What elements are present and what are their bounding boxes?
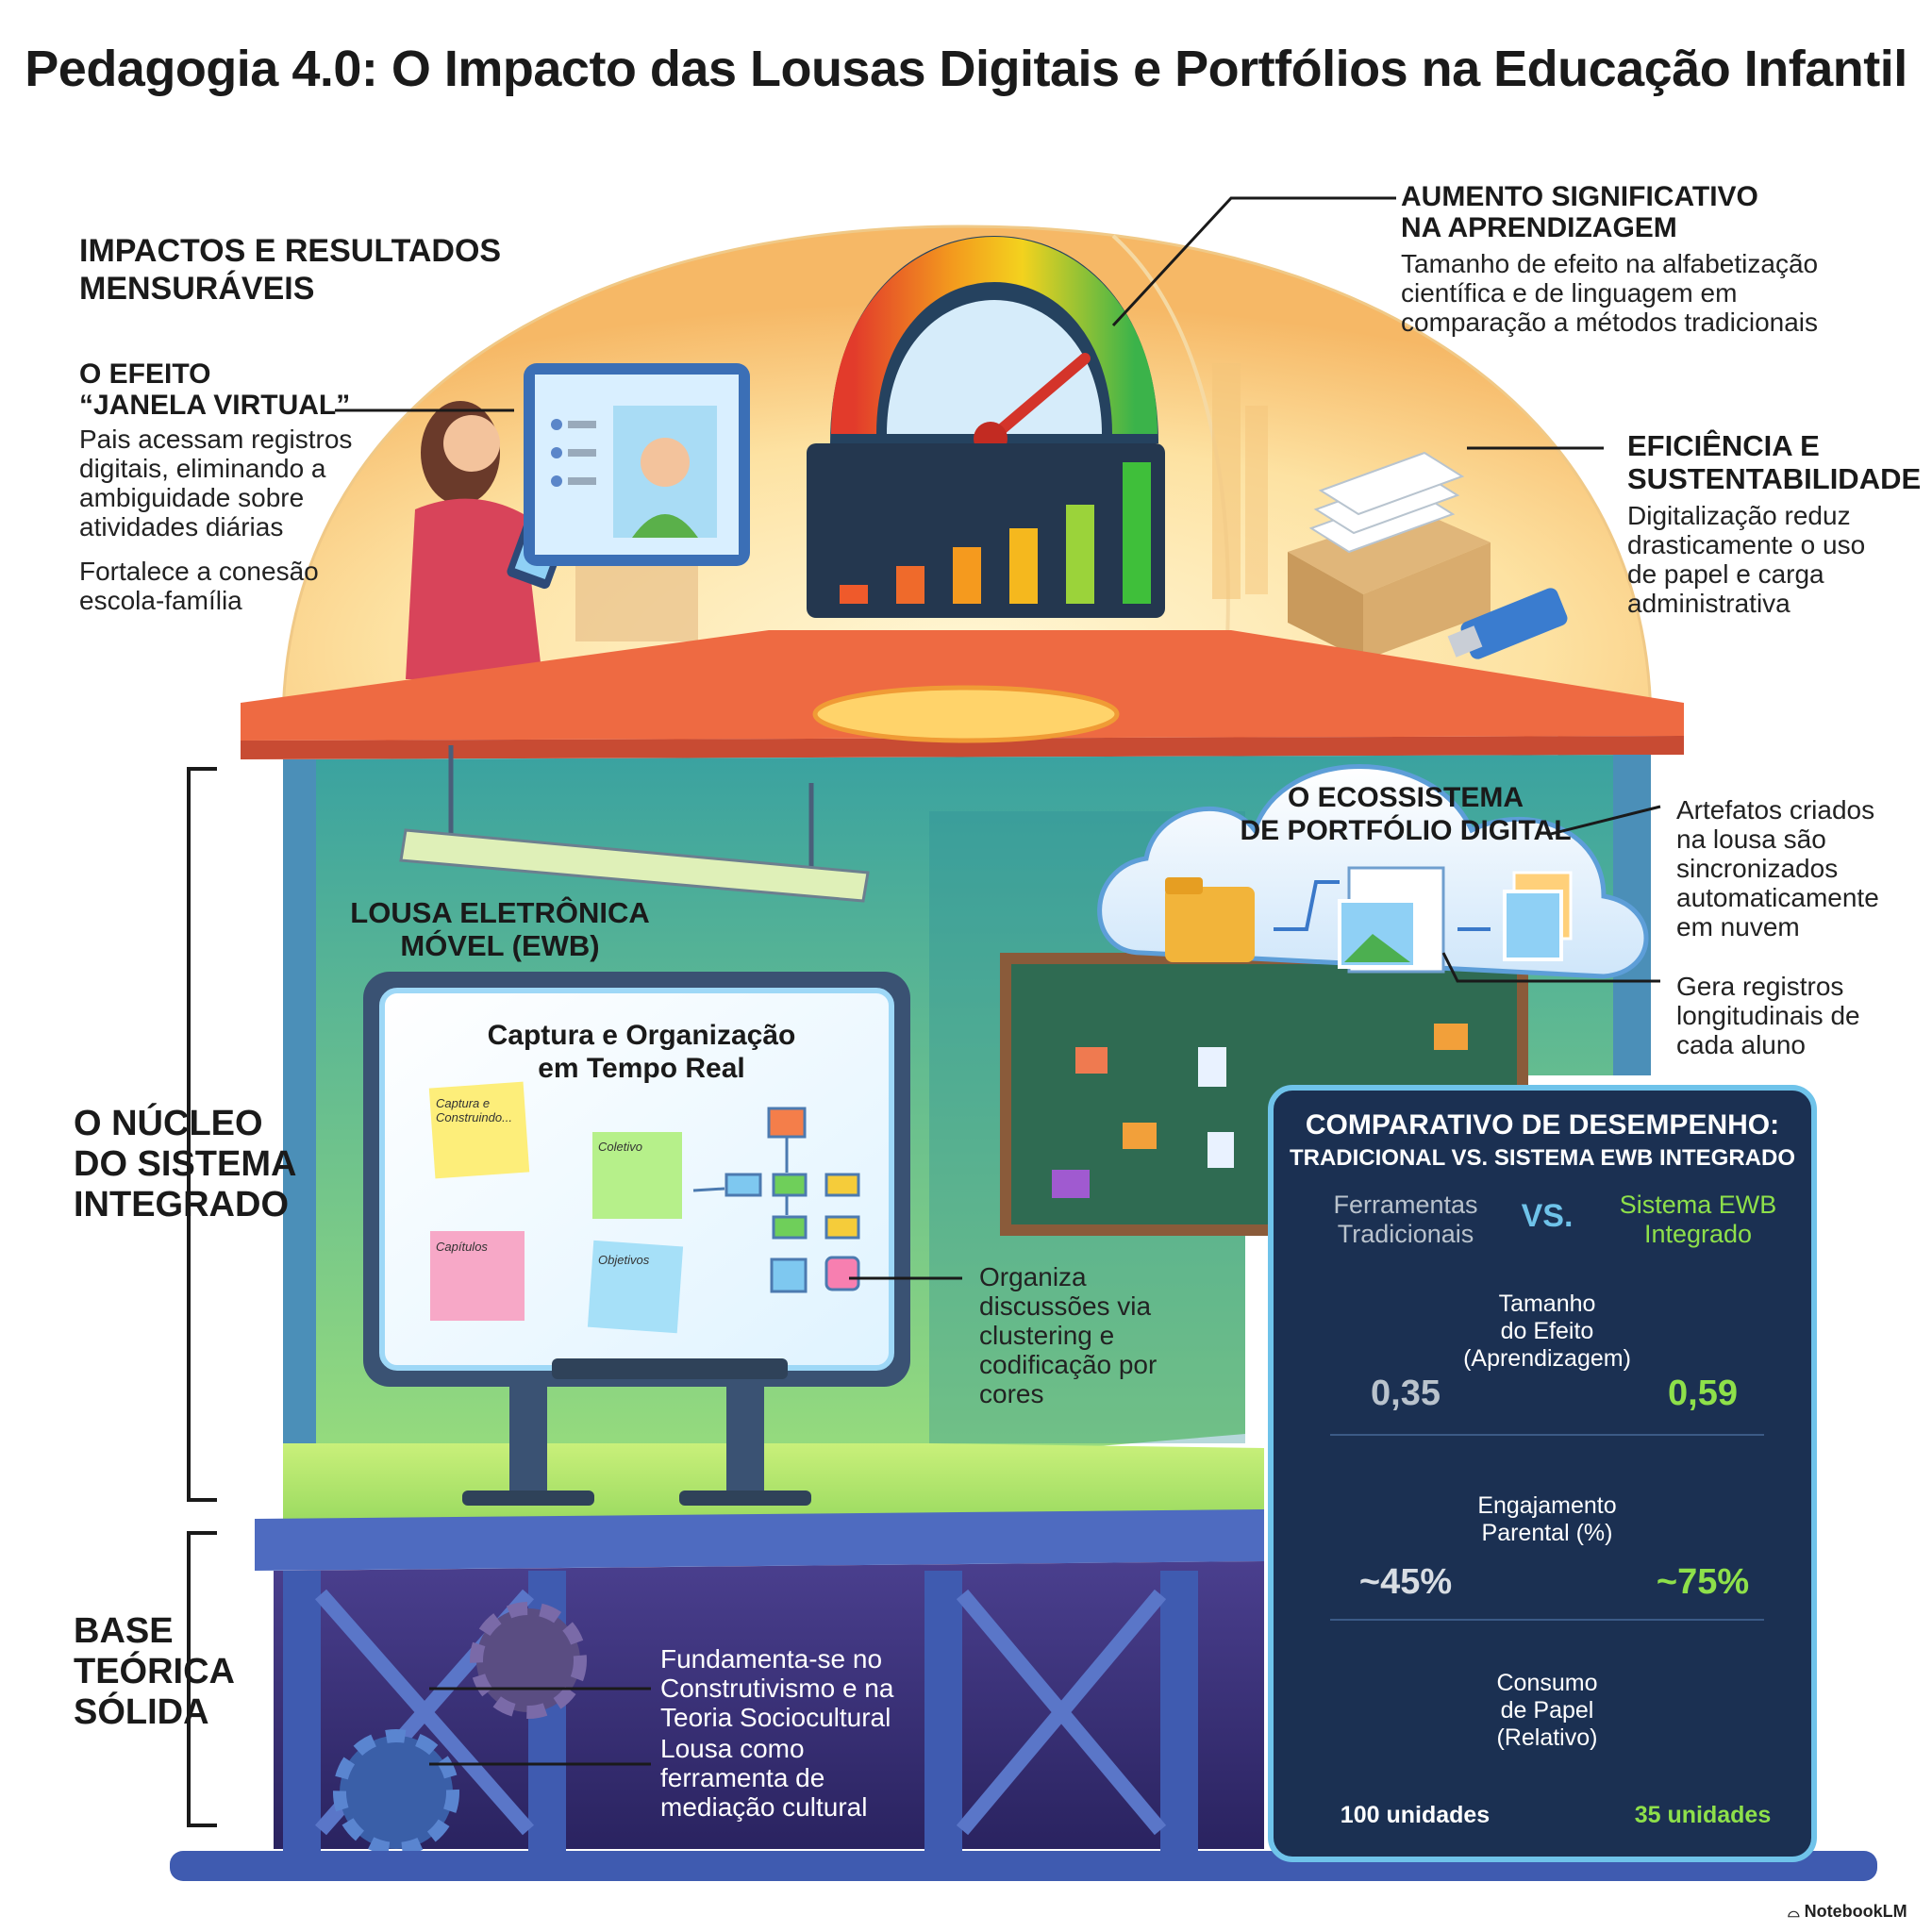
notebooklm-icon: ⌓ xyxy=(1788,1905,1800,1921)
base-heading: BASE TEÓRICA SÓLIDA xyxy=(74,1611,262,1733)
ewb-flowchart xyxy=(692,1107,860,1293)
ewb-header: Sistema EWB Integrado xyxy=(1604,1191,1792,1249)
metric-paper: Consumo de Papel (Relativo) xyxy=(1462,1670,1632,1752)
roof xyxy=(241,630,1684,741)
ewb-sticky-notes xyxy=(428,1081,684,1334)
portfolio-records-text: Gera registros longitudinais de cada alu… xyxy=(1676,972,1860,1059)
efficiency-callout: EFICIÊNCIA E SUSTENTABILIDADE Digitaliza… xyxy=(1627,429,1922,618)
metric-engagement-1: Engajamento xyxy=(1477,1492,1617,1519)
screen-title: Captura e Organização em Tempo Real xyxy=(443,1019,840,1085)
screen-title-2: em Tempo Real xyxy=(538,1053,745,1084)
core-heading-2: DO SISTEMA xyxy=(74,1144,297,1184)
virtual-window-text-2: Fortalece a conesão escola-família xyxy=(79,557,319,615)
metric-effect-size-1: Tamanho xyxy=(1498,1291,1596,1317)
ewb-label-1: LOUSA ELETRÔNICA xyxy=(350,896,650,929)
base-text-2: Lousa como ferramenta de mediação cultur… xyxy=(660,1734,868,1822)
traditional-paper: 100 unidades xyxy=(1340,1802,1491,1828)
traditional-effect-size: 0,35 xyxy=(1371,1374,1441,1413)
sticky-note-1: Captura e Construindo... xyxy=(436,1096,512,1124)
impacts-heading: IMPACTOS E RESULTADOS MENSURÁVEIS xyxy=(79,233,502,307)
callout-lines xyxy=(335,196,1661,1766)
sticky-note-3: Capítulos xyxy=(436,1240,488,1254)
sticky-note-4: Objetivos xyxy=(598,1253,650,1267)
learning-heading-2: NA APRENDIZAGEM xyxy=(1401,212,1677,243)
learning-heading-1: AUMENTO SIGNIFICATIVO xyxy=(1401,181,1758,212)
metric-engagement: Engajamento Parental (%) xyxy=(1462,1492,1632,1547)
virtual-window-heading-2: “JANELA VIRTUAL” xyxy=(79,390,351,421)
core-heading-1: O NÚCLEO xyxy=(74,1104,263,1143)
sticky-note-2: Coletivo xyxy=(598,1140,642,1154)
base-heading-2: TEÓRICA xyxy=(74,1652,235,1691)
efficiency-heading-1: EFICIÊNCIA E xyxy=(1627,429,1820,462)
metric-effect-size-2: do Efeito xyxy=(1500,1318,1594,1344)
learning-callout: AUMENTO SIGNIFICATIVO NA APRENDIZAGEM Ta… xyxy=(1401,181,1891,337)
virtual-window-text: Pais acessam registros digitais, elimina… xyxy=(79,425,353,541)
efficiency-text: Digitalização reduz drasticamente o uso … xyxy=(1627,501,1866,618)
brand-text: NotebookLM xyxy=(1804,1902,1907,1921)
screen-title-1: Captura e Organização xyxy=(487,1020,796,1051)
brand-label: ⌓ NotebookLM xyxy=(1788,1902,1907,1922)
ewb-effect-size: 0,59 xyxy=(1668,1374,1738,1413)
ewb-engagement: ~75% xyxy=(1656,1562,1750,1602)
portfolio-heading-1: O ECOSSISTEMA xyxy=(1287,782,1524,813)
base-heading-1: BASE xyxy=(74,1611,174,1651)
ewb-header-2: Integrado xyxy=(1643,1220,1753,1248)
page-title: Pedagogia 4.0: O Impacto das Lousas Digi… xyxy=(25,41,1907,97)
metric-effect-size-3: (Aprendizagem) xyxy=(1463,1345,1631,1372)
portfolio-heading: O ECOSSISTEMA DE PORTFÓLIO DIGITAL xyxy=(1226,781,1585,847)
metric-paper-3: (Relativo) xyxy=(1496,1724,1598,1751)
metric-effect-size: Tamanho do Efeito (Aprendizagem) xyxy=(1462,1291,1632,1373)
virtual-window-callout: O EFEITO “JANELA VIRTUAL” Pais acessam r… xyxy=(79,358,362,615)
core-heading: O NÚCLEO DO SISTEMA INTEGRADO xyxy=(74,1104,309,1225)
growth-bars xyxy=(840,462,1151,604)
ewb-paper: 35 unidades xyxy=(1634,1802,1772,1828)
row-divider-1 xyxy=(1330,1434,1764,1436)
virtual-window-heading-1: O EFEITO xyxy=(79,358,211,390)
organize-text: Organiza discussões via clustering e cod… xyxy=(979,1262,1158,1408)
portfolio-cloud xyxy=(1097,764,1649,979)
learning-text: Tamanho de efeito na alfabetização cient… xyxy=(1401,249,1819,337)
ewb-label: LOUSA ELETRÔNICA MÓVEL (EWB) xyxy=(349,896,651,962)
core-bracket xyxy=(187,767,217,1502)
comparison-title-1: COMPARATIVO DE DESEMPENHO: xyxy=(1305,1109,1780,1141)
metric-paper-2: de Papel xyxy=(1500,1697,1594,1724)
row-divider-2 xyxy=(1330,1619,1764,1621)
base-text-1: Fundamenta-se no Construtivismo e na Teo… xyxy=(660,1644,894,1732)
traditional-header-1: Ferramentas xyxy=(1333,1191,1478,1219)
papers-box xyxy=(1288,451,1568,660)
comparison-panel: COMPARATIVO DE DESEMPENHO: TRADICIONAL V… xyxy=(1268,1085,1817,1862)
traditional-header-2: Tradicionais xyxy=(1337,1220,1474,1248)
ewb-label-2: MÓVEL (EWB) xyxy=(400,929,600,962)
portfolio-heading-2: DE PORTFÓLIO DIGITAL xyxy=(1240,815,1572,846)
comparison-title-2: TRADICIONAL VS. SISTEMA EWB INTEGRADO xyxy=(1289,1145,1795,1171)
ewb-header-1: Sistema EWB xyxy=(1619,1191,1777,1219)
traditional-header: Ferramentas Tradicionais xyxy=(1311,1191,1500,1249)
virtual-window-monitor xyxy=(524,363,750,566)
traditional-engagement: ~45% xyxy=(1358,1562,1453,1602)
vs-label: VS. xyxy=(1521,1198,1574,1234)
metric-paper-1: Consumo xyxy=(1496,1670,1598,1696)
efficiency-heading-2: SUSTENTABILIDADE xyxy=(1627,462,1922,495)
metric-engagement-2: Parental (%) xyxy=(1481,1520,1613,1546)
ceiling-lamp xyxy=(399,745,870,903)
portfolio-sync-text: Artefatos criados na lousa são sincroniz… xyxy=(1676,795,1879,941)
base-bracket xyxy=(187,1531,217,1827)
core-heading-3: INTEGRADO xyxy=(74,1185,289,1224)
base-heading-3: SÓLIDA xyxy=(74,1692,209,1732)
theory-base xyxy=(170,1509,1877,1881)
